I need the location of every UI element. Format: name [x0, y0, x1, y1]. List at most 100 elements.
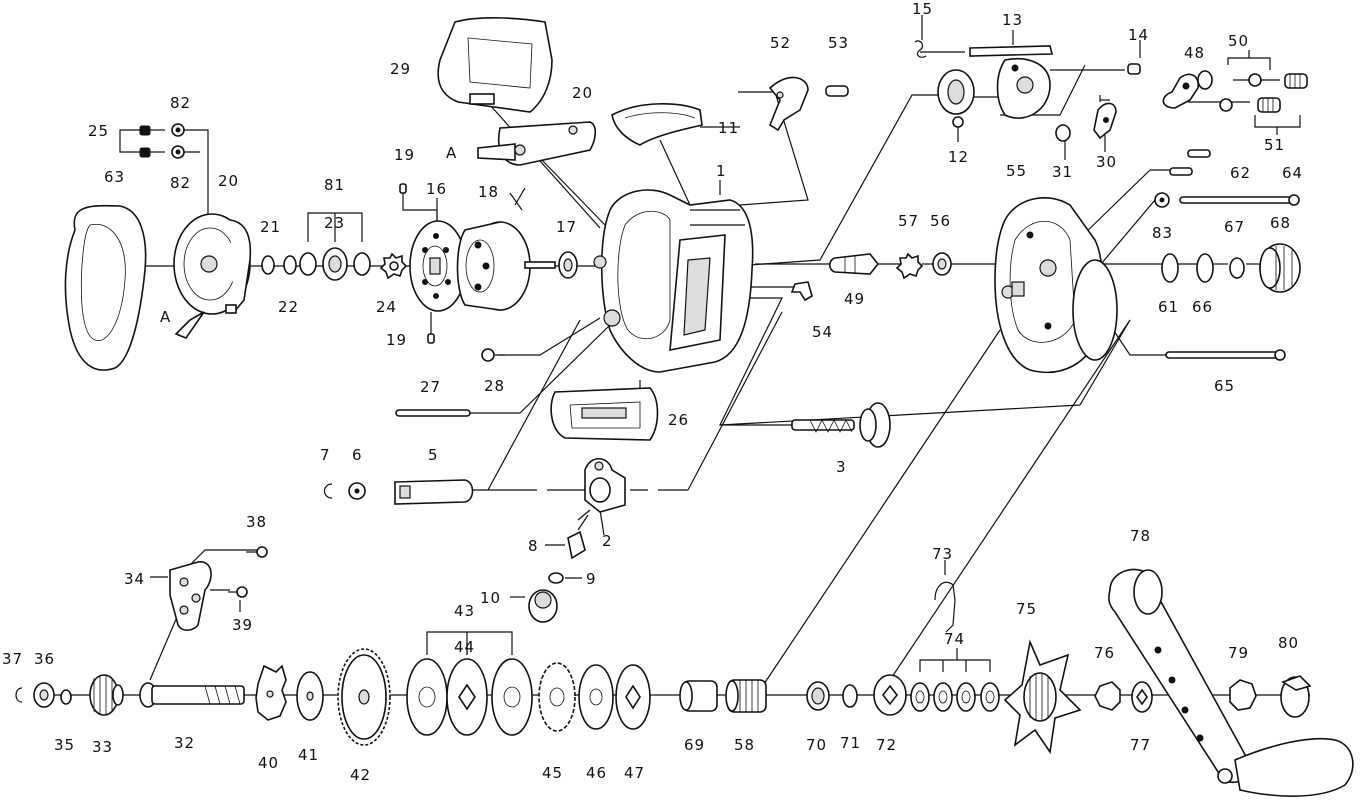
- part-42-main-gear: [337, 648, 391, 746]
- label-82-bottom: 82: [170, 174, 191, 192]
- label-24: 24: [376, 298, 397, 316]
- part-57-clip: [895, 252, 924, 280]
- part-13-plate: [969, 45, 1054, 119]
- label-66: 66: [1192, 298, 1213, 316]
- part-22-ring: [283, 255, 297, 275]
- label-39: 39: [232, 616, 253, 634]
- label-80: 80: [1278, 634, 1299, 652]
- part-23-bearing-set: [299, 247, 371, 281]
- part-20-top-plate: [477, 121, 597, 166]
- label-76: 76: [1094, 644, 1115, 662]
- part-45-drag-washer: [538, 662, 576, 732]
- label-81: 81: [324, 176, 345, 194]
- part-47-drag-washer: [615, 664, 651, 730]
- part-76-nut: [1094, 681, 1121, 711]
- part-38-screw: [246, 546, 268, 558]
- label-64: 64: [1282, 164, 1303, 182]
- label-25: 25: [88, 122, 109, 140]
- label-7: 7: [320, 446, 331, 464]
- label-23: 23: [324, 214, 345, 232]
- label-45: 45: [542, 764, 563, 782]
- label-5: 5: [428, 446, 439, 464]
- part-1-frame: [593, 189, 754, 373]
- label-33: 33: [92, 738, 113, 756]
- label-6: 6: [352, 446, 363, 464]
- part-20-left-side-plate: [173, 213, 252, 339]
- part-8-pawl: [567, 514, 589, 560]
- part-41-washer: [296, 671, 324, 721]
- label-52: 52: [770, 34, 791, 52]
- label-40: 40: [258, 754, 279, 772]
- part-15-spring: [914, 40, 927, 58]
- part-55-right-side-plate: [994, 197, 1118, 374]
- part-82-washers: [171, 123, 185, 159]
- part-16-spool-disc: [409, 220, 467, 312]
- part-48-pawl: [1162, 70, 1213, 109]
- part-7-clip: [323, 483, 333, 499]
- label-3: 3: [836, 458, 847, 476]
- part-75-star-drag: [1003, 639, 1082, 755]
- label-71: 71: [840, 734, 861, 752]
- leader-lines: [40, 15, 1310, 696]
- part-68-star-nut: [1259, 243, 1301, 293]
- part-72-bushing: [873, 674, 907, 716]
- label-12: 12: [948, 148, 969, 166]
- part-79-nut: [1229, 679, 1257, 711]
- label-51: 51: [1264, 136, 1285, 154]
- parts: [15, 17, 1354, 797]
- part-63-side-cover: [64, 204, 147, 371]
- label-53: 53: [828, 34, 849, 52]
- label-77: 77: [1130, 736, 1151, 754]
- label-41: 41: [298, 746, 319, 764]
- part-35-washer: [60, 689, 72, 705]
- label-31: 31: [1052, 163, 1073, 181]
- part-30-lever: [1093, 102, 1117, 140]
- label-19-bottom: 19: [386, 331, 407, 349]
- label-1: 1: [716, 162, 727, 180]
- part-61-ring: [1161, 253, 1179, 283]
- part-32-shaft: [139, 682, 245, 708]
- part-78-handle: [1108, 568, 1354, 797]
- label-37: 37: [2, 650, 23, 668]
- label-19-top: 19: [394, 146, 415, 164]
- part-6-washer: [348, 482, 366, 500]
- part-10-cap: [528, 589, 558, 623]
- label-58: 58: [734, 736, 755, 754]
- label-18: 18: [478, 183, 499, 201]
- part-52-pawl: [768, 76, 809, 132]
- label-68: 68: [1270, 214, 1291, 232]
- part-69-sleeve: [679, 680, 718, 712]
- label-73: 73: [932, 545, 953, 563]
- part-49-clutch: [828, 253, 880, 275]
- part-28-screw: [481, 348, 505, 362]
- part-70-bearing: [806, 681, 830, 711]
- part-33-gear: [89, 674, 124, 716]
- label-20-left: 20: [218, 172, 239, 190]
- label-46: 46: [586, 764, 607, 782]
- label-55: 55: [1006, 162, 1027, 180]
- part-25-screws: [139, 125, 165, 158]
- label-ref-a-left: A: [160, 308, 171, 326]
- part-labels: 1 2 3 5 6 7 8 9 10 11 12 13 14 15 16 17 …: [2, 0, 1303, 784]
- part-21-ring: [261, 255, 275, 275]
- label-29: 29: [390, 60, 411, 78]
- label-49: 49: [844, 290, 865, 308]
- part-11-thumb-bar: [611, 103, 703, 146]
- label-67: 67: [1224, 218, 1245, 236]
- part-37-clip: [15, 687, 23, 703]
- part-29-thumb-cover: [437, 17, 553, 113]
- label-56: 56: [930, 212, 951, 230]
- part-spool: [456, 221, 556, 311]
- label-15: 15: [912, 0, 933, 18]
- label-8: 8: [528, 537, 539, 555]
- label-54: 54: [812, 323, 833, 341]
- part-80-retainer: [1280, 675, 1312, 718]
- label-36: 36: [34, 650, 55, 668]
- part-27-rod: [395, 409, 471, 417]
- part-14-screw: [1127, 63, 1141, 75]
- part-9-ring: [548, 572, 564, 584]
- part-62-screws: [1169, 149, 1211, 176]
- part-34-plate: [169, 561, 212, 632]
- part-67-ring: [1229, 257, 1245, 279]
- part-53-pin: [825, 85, 849, 97]
